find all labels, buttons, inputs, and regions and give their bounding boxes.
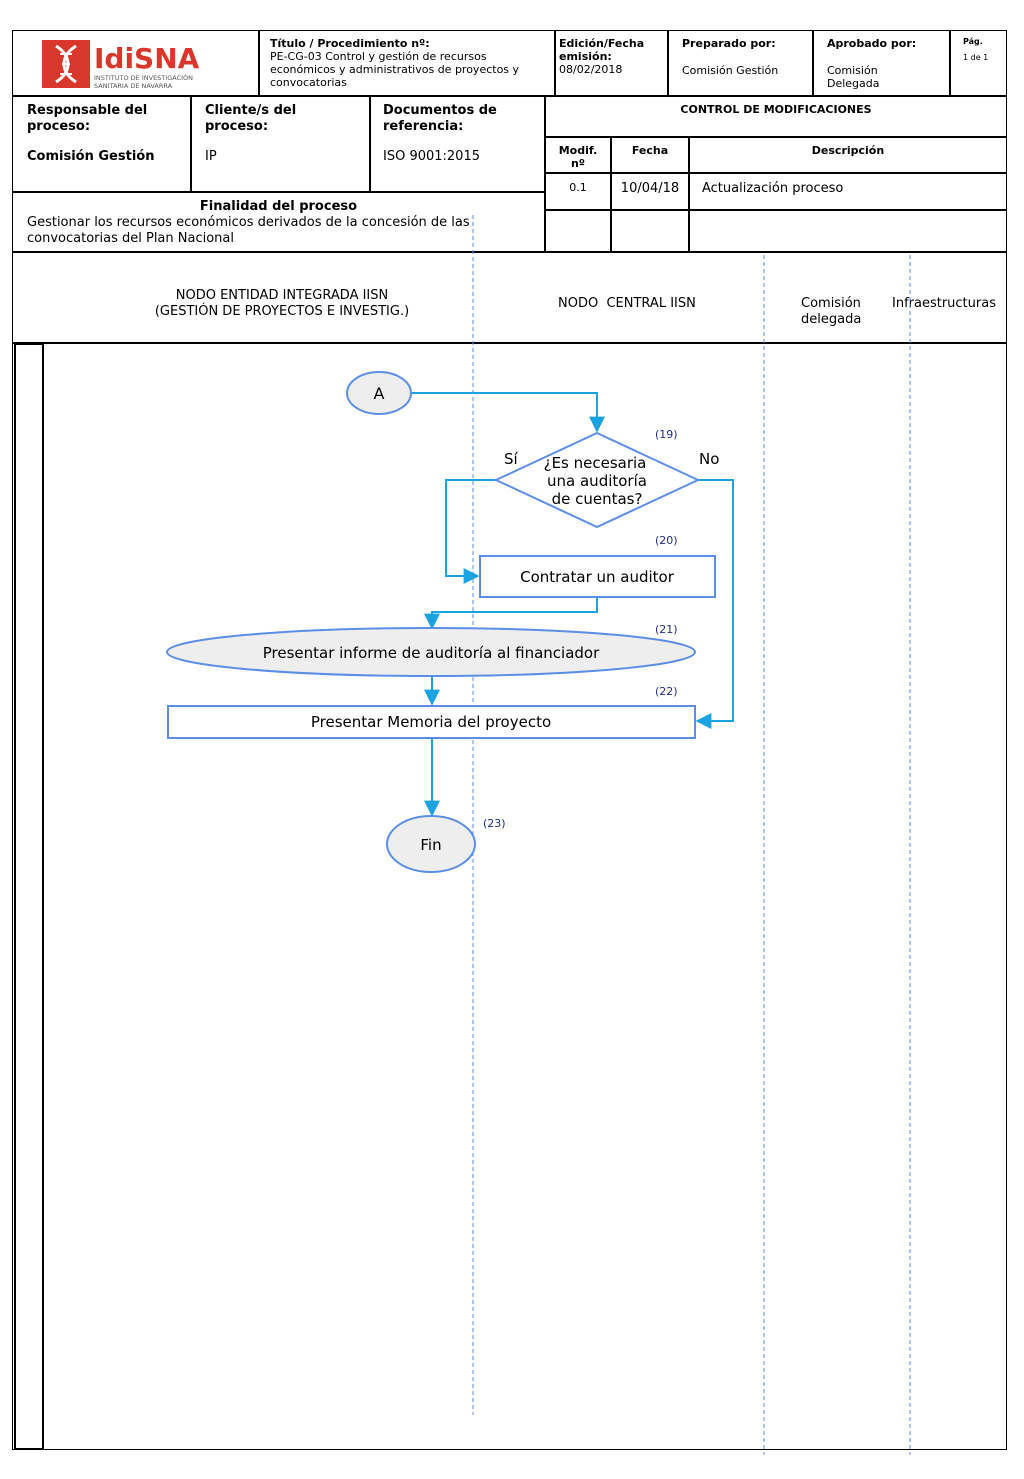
- col-desc-header: Descripción: [689, 137, 1007, 173]
- responsible-label: Responsable del proceso:: [27, 103, 148, 134]
- row1-desc: Actualización proceso: [702, 181, 844, 196]
- page-label: Pág.: [963, 37, 983, 46]
- left-margin-column: [14, 343, 44, 1450]
- title-label: Título / Procedimiento nº:: [270, 37, 430, 50]
- header-logo-cell: [12, 30, 259, 96]
- node-number-22: (22): [655, 685, 678, 698]
- col-date-header: Fecha: [611, 137, 689, 173]
- start-node: [346, 371, 412, 415]
- clients-value: IP: [205, 149, 217, 164]
- approved-value: Comisión Delegada: [827, 64, 880, 90]
- decision-line-3: de cuentas?: [552, 490, 643, 508]
- purpose-cell: Finalidad del proceso Gestionar los recu…: [12, 192, 545, 252]
- step-contratar-auditor: [479, 555, 716, 598]
- connector-no-to-memoria: [695, 479, 734, 729]
- table-row: [545, 210, 611, 252]
- lane-1-title: NODO ENTIDAD INTEGRADA IISN (GESTIÓN DE …: [154, 288, 410, 319]
- modifications-title-cell: CONTROL DE MODIFICACIONES: [545, 96, 1007, 137]
- lane-4-title: Infraestructuras: [892, 296, 996, 311]
- page-cell: Pág. 1 de 1: [950, 30, 1007, 96]
- table-row: 0.1: [545, 173, 611, 210]
- node-number-23: (23): [483, 817, 506, 830]
- modifications-title: CONTROL DE MODIFICACIONES: [680, 103, 872, 116]
- edition-label: Edición/Fecha emisión:: [559, 37, 645, 63]
- prepared-value: Comisión Gestión: [682, 64, 779, 77]
- col-modif-header: Modif. nº: [545, 137, 611, 173]
- step-presentar-memoria-label: Presentar Memoria del proyecto: [311, 713, 551, 731]
- clients-label: Cliente/s del proceso:: [205, 103, 297, 134]
- step-presentar-informe: [166, 627, 696, 677]
- title-cell: Título / Procedimiento nº: PE-CG-03 Cont…: [259, 30, 555, 96]
- lane-3-title: Comisión delegada: [801, 296, 862, 327]
- step-contratar-auditor-label: Contratar un auditor: [520, 568, 675, 586]
- start-node-label: A: [374, 384, 385, 403]
- prepared-cell: Preparado por: Comisión Gestión: [668, 30, 813, 96]
- decision-line-1: ¿Es necesaria: [544, 454, 647, 472]
- svg-text:IdiSNA: IdiSNA: [94, 42, 200, 75]
- node-number-21: (21): [655, 623, 678, 636]
- table-row: 10/04/18: [611, 173, 689, 210]
- decision-node: [493, 431, 701, 529]
- end-node-label: Fin: [420, 836, 441, 854]
- prepared-label: Preparado por:: [682, 37, 776, 50]
- connector-yes-to-auditor: [445, 479, 496, 584]
- idisna-logo: IdiSNA INSTITUTO DE INVESTIGACIÓN SANITA…: [42, 40, 202, 90]
- docs-cell: Documentos de referencia: ISO 9001:2015: [370, 96, 545, 192]
- decision-line-2: una auditoría: [547, 472, 647, 490]
- docs-label: Documentos de referencia:: [383, 103, 497, 134]
- table-row: [611, 210, 689, 252]
- edition-value: 08/02/2018: [559, 63, 623, 76]
- docs-value: ISO 9001:2015: [383, 149, 480, 164]
- flow-area: [12, 343, 1007, 1450]
- step-presentar-memoria: [167, 705, 696, 739]
- purpose-label: Finalidad del proceso: [199, 199, 358, 214]
- row1-modif: 0.1: [569, 181, 587, 194]
- clients-cell: Cliente/s del proceso: IP: [191, 96, 370, 192]
- node-number-19: (19): [655, 428, 678, 441]
- purpose-value: Gestionar los recursos económicos deriva…: [27, 215, 470, 246]
- responsible-value: Comisión Gestión: [27, 149, 155, 164]
- dna-logo-icon: IdiSNA INSTITUTO DE INVESTIGACIÓN SANITA…: [42, 40, 200, 90]
- end-node: [386, 815, 476, 873]
- yes-label: Sí: [504, 450, 519, 468]
- lane-2-title: NODO CENTRAL IISN: [558, 296, 696, 311]
- node-number-20: (20): [655, 534, 678, 547]
- row1-date: 10/04/18: [620, 181, 680, 196]
- edition-cell: Edición/Fecha emisión: 08/02/2018: [555, 30, 668, 96]
- title-value: PE-CG-03 Control y gestión de recursos e…: [270, 50, 520, 89]
- step-presentar-informe-label: Presentar informe de auditoría al financ…: [263, 644, 600, 662]
- no-label: No: [699, 450, 719, 468]
- connector-auditor-to-informe: [424, 597, 598, 630]
- connector-a-to-decision: [412, 392, 605, 433]
- approved-cell: Aprobado por: Comisión Delegada: [813, 30, 950, 96]
- page-value: 1 de 1: [963, 53, 989, 62]
- table-row: [689, 210, 1007, 252]
- svg-text:INSTITUTO DE INVESTIGACIÓN: INSTITUTO DE INVESTIGACIÓN: [94, 73, 193, 82]
- responsible-cell: Responsable del proceso: Comisión Gestió…: [12, 96, 191, 192]
- lane-header-row: [12, 252, 1007, 343]
- table-row: Actualización proceso: [689, 173, 1007, 210]
- svg-text:SANITARIA DE NAVARRA: SANITARIA DE NAVARRA: [94, 82, 173, 90]
- approved-label: Aprobado por:: [827, 37, 917, 50]
